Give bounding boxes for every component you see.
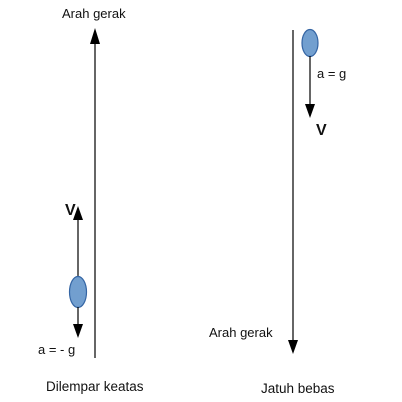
left-motion-arrowhead-icon <box>90 28 100 44</box>
right-panel-title: Jatuh bebas <box>261 381 335 396</box>
left-acceleration-arrowhead-icon <box>73 324 83 338</box>
left-panel-title: Dilempar keatas <box>46 379 144 394</box>
left-velocity-arrowhead-icon <box>73 206 83 220</box>
right-ball <box>301 28 319 58</box>
right-acceleration-label: a = g <box>317 66 346 81</box>
panel-thrown-up: Arah gerak V a = - g Dilempar keatas <box>38 6 144 394</box>
left-ball <box>68 275 88 309</box>
right-motion-arrowhead-icon <box>288 340 298 354</box>
right-acceleration-arrowhead-icon <box>305 104 315 118</box>
panel-free-fall: Arah gerak a = g V Jatuh bebas <box>209 28 346 396</box>
left-velocity-label: V <box>65 202 76 219</box>
left-motion-direction-label: Arah gerak <box>62 6 126 21</box>
right-velocity-label: V <box>316 122 327 139</box>
right-motion-direction-label: Arah gerak <box>209 325 273 340</box>
left-acceleration-label: a = - g <box>38 342 75 357</box>
